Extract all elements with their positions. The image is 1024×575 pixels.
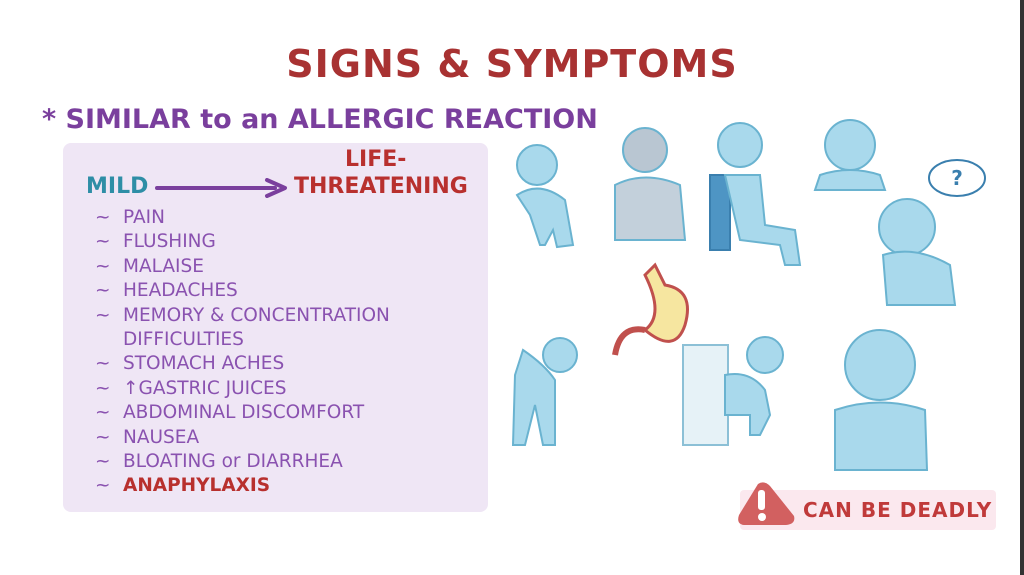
symptom-text: NAUSEA: [123, 426, 200, 448]
symptom-panel: [63, 143, 488, 512]
scale-end-label-2: THREATENING: [294, 174, 468, 199]
person-stomach-ache-illustration: [511, 337, 578, 446]
symptom-item: ~ BLOATING or DIARRHEA: [95, 450, 390, 474]
symptom-list: ~ PAIN ~ FLUSHING ~ MALAISE ~ HEADACHES ~ MEMORY …: [95, 206, 390, 499]
tilde-bullet: ~: [95, 475, 111, 497]
symptom-text: MEMORY & CONCENTRATION: [123, 304, 390, 326]
symptom-item: DIFFICULTIES: [95, 328, 390, 352]
symptom-item: ~ NAUSEA: [95, 426, 390, 450]
symptom-text: BLOATING or DIARRHEA: [123, 451, 343, 473]
scale-start-label: MILD: [86, 174, 149, 199]
symptom-text: PAIN: [123, 207, 165, 228]
stomach-illustration: [642, 262, 689, 343]
symptom-item: ~ MALAISE: [95, 255, 390, 279]
symptom-text: MALAISE: [123, 255, 204, 277]
symptom-text: STOMACH ACHES: [123, 353, 285, 375]
intestine-illustration: [612, 326, 646, 356]
person-memory-illustration: [878, 198, 957, 306]
tilde-bullet: ~: [95, 426, 111, 448]
symptom-item: ~ ANAPHYLAXIS: [95, 474, 390, 498]
symptom-text: ANAPHYLAXIS: [123, 475, 271, 497]
symptom-item: ~ FLUSHING: [95, 230, 390, 254]
person-flushing-illustration: [614, 127, 687, 241]
thought-bubble: ?: [928, 159, 986, 197]
arrow-right-icon: [155, 178, 287, 198]
symptom-text: HEADACHES: [123, 280, 238, 302]
tilde-bullet: ~: [95, 353, 111, 375]
person-anaphylaxis-illustration: [834, 329, 929, 471]
question-mark-icon: ?: [951, 166, 963, 190]
tilde-bullet: ~: [95, 377, 111, 399]
person-headache-illustration: [813, 119, 887, 191]
scale-end-label-1: LIFE-: [345, 147, 407, 172]
tilde-bullet: ~: [95, 304, 111, 326]
frame-edge: [1020, 0, 1024, 575]
exclamation-triangle-icon: [738, 482, 795, 525]
tilde-bullet: ~: [95, 255, 111, 277]
symptom-item: ~ MEMORY & CONCENTRATION: [95, 304, 390, 328]
person-nausea-illustration: [682, 336, 784, 446]
symptom-item: ~ ABDOMINAL DISCOMFORT: [95, 401, 390, 425]
symptom-text: FLUSHING: [123, 231, 216, 253]
person-malaise-illustration: [709, 122, 802, 266]
tilde-bullet: ~: [95, 280, 111, 302]
symptom-item: ~ STOMACH ACHES: [95, 352, 390, 376]
person-pain-illustration: [515, 144, 575, 249]
page-title: SIGNS & SYMPTOMS: [286, 42, 738, 86]
subtitle: * SIMILAR to an ALLERGIC REACTION: [42, 104, 598, 135]
warning-text: CAN BE DEADLY: [803, 498, 993, 522]
symptom-item: ~ HEADACHES: [95, 279, 390, 303]
symptom-text: ABDOMINAL DISCOMFORT: [123, 402, 365, 424]
symptom-illustrations: ?: [511, 119, 986, 471]
tilde-bullet: ~: [95, 451, 111, 473]
symptom-text: ↑GASTRIC JUICES: [123, 377, 287, 399]
tilde-bullet: ~: [95, 231, 111, 253]
symptom-item: ~ ↑GASTRIC JUICES: [95, 377, 390, 401]
tilde-bullet: ~: [95, 207, 111, 228]
symptom-text: DIFFICULTIES: [123, 329, 244, 351]
symptom-item: ~ PAIN: [95, 206, 390, 230]
tilde-bullet: ~: [95, 402, 111, 424]
